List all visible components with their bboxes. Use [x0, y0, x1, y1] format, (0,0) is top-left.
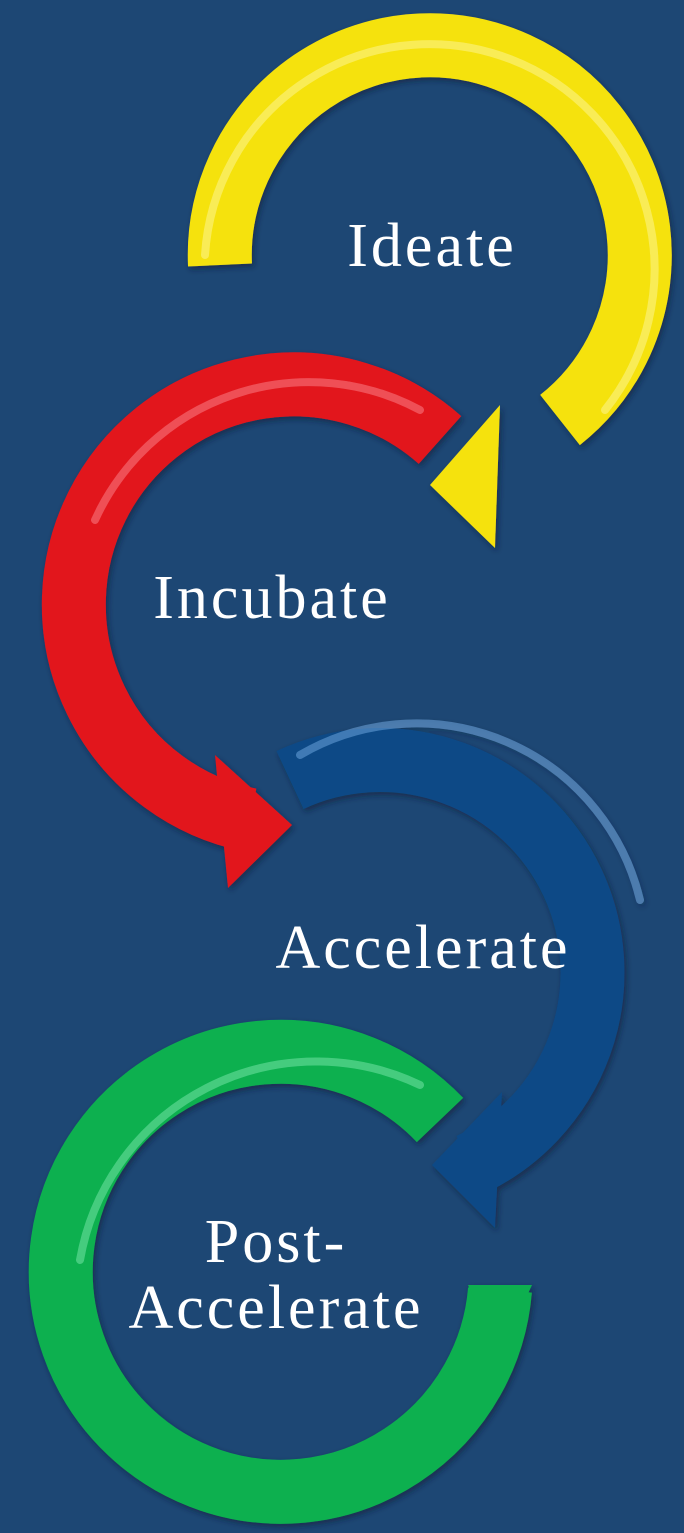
- stage-label-post-accelerate-line1: Post-: [205, 1208, 347, 1276]
- stage-label-incubate: Incubate: [153, 564, 390, 632]
- incubate-arrowhead: [215, 755, 292, 888]
- post-accelerate-arrow-arc: [28, 1019, 532, 1524]
- accelerate-arrowhead: [432, 1092, 502, 1228]
- ideate-arrow-highlight: [201, 40, 659, 414]
- stage-accelerate: [276, 719, 644, 1228]
- incubate-arrow-arc: [41, 352, 462, 852]
- stage-incubate: [41, 352, 462, 888]
- stage-label-post-accelerate-line2: Accelerate: [129, 1274, 424, 1342]
- incubate-arrow-highlight: [91, 378, 424, 524]
- accelerate-arrow-highlight: [296, 719, 644, 904]
- stage-label-ideate: Ideate: [347, 212, 516, 280]
- ideate-arrowhead: [430, 405, 500, 548]
- stage-ideate: [187, 13, 672, 548]
- stage-label-accelerate: Accelerate: [276, 914, 571, 982]
- accelerate-arrow-arc: [276, 728, 625, 1194]
- post-accelerate-cap: [468, 1285, 532, 1300]
- stage-post-accelerate: [28, 1019, 532, 1524]
- post-accelerate-arrow-highlight: [76, 1057, 424, 1264]
